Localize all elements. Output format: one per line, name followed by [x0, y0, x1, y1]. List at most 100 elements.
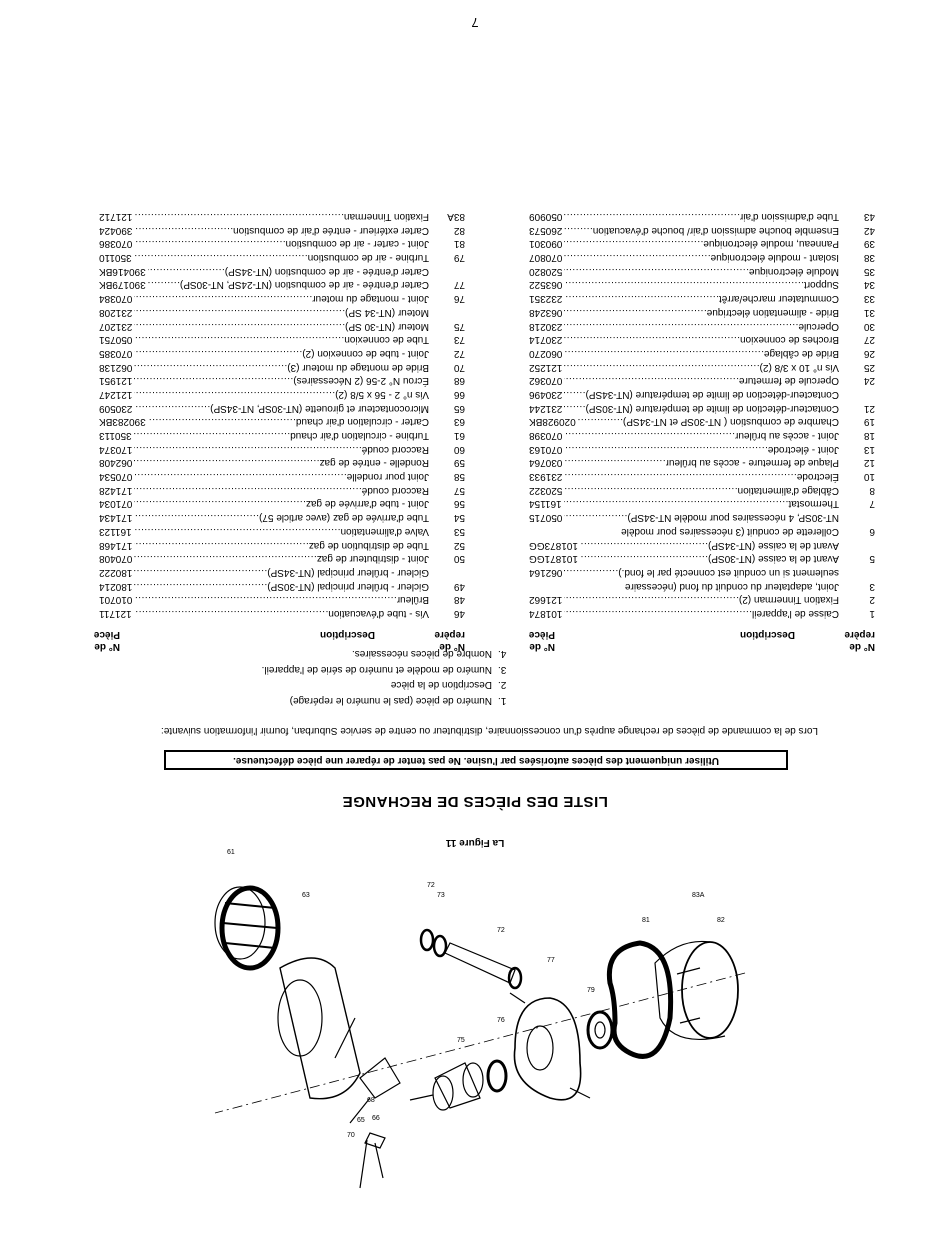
part-description: Vis n° 10 x 3/8 (2): [759, 361, 839, 373]
switch-assembly-65: [359, 1132, 386, 1189]
part-description: Turbine - air de combustion: [307, 252, 429, 264]
dot-leader: [134, 360, 287, 374]
dot-leader: [134, 606, 329, 620]
dot-leader: [134, 483, 361, 497]
ref-number: 50: [453, 553, 465, 565]
parts-row: Moteur (NT-34 SP)231208: [70, 305, 465, 319]
ref-header-line2: repère: [844, 629, 875, 640]
dot-leader: [564, 401, 585, 415]
info-item: 2.Description de la pièce: [390, 679, 507, 691]
dot-leader: [134, 401, 210, 415]
ref-number: 10: [863, 471, 875, 483]
circulation-housing-63: [277, 957, 361, 1100]
dot-leader: [134, 319, 345, 333]
dot-leader: [134, 538, 308, 552]
callout-79: 79: [587, 987, 595, 994]
ref-number: 27: [863, 334, 875, 346]
ref-number: 46: [453, 608, 465, 619]
ref-number: 54: [453, 512, 465, 524]
part-number: 180222: [99, 566, 133, 578]
ref-number: 68: [453, 375, 465, 387]
part-number: 350113: [99, 430, 132, 442]
part-number: 230496: [529, 389, 563, 400]
ref-number: 39: [863, 238, 875, 250]
part-description: Vis n° 2 - 56 x 5/8 (2): [335, 389, 429, 400]
part-number: 390179BK: [99, 279, 146, 291]
ref-number: 6: [869, 525, 875, 537]
dot-leader: [134, 524, 341, 538]
part-description: Rondelle - entrée de gaz: [319, 457, 429, 469]
part-description: Carter - circulation d'air chaud: [295, 416, 429, 428]
part-number: 390424: [99, 224, 133, 236]
part-description: Raccord coudé: [361, 484, 429, 496]
part-number: 121951: [99, 375, 133, 387]
part-description: Carter extérieur - entrée d'air de combu…: [233, 224, 429, 236]
dot-leader: [564, 223, 592, 237]
ref-number: 18: [863, 430, 875, 442]
ref-number: 5: [869, 553, 875, 565]
part-number: 520820: [529, 265, 563, 277]
part-description: seulement si un conduit est connecté par…: [618, 566, 839, 578]
part-description: Joint - accès au brûleur: [735, 430, 839, 442]
ref-number: 12: [863, 457, 875, 469]
dot-leader: [134, 456, 319, 470]
part-number: 170374: [99, 443, 133, 455]
part-header-line2: Pièce: [528, 629, 555, 640]
part-number: 121252: [529, 361, 563, 373]
ref-number: 3: [869, 580, 875, 592]
ref-number: 31: [863, 306, 875, 318]
callout-66: 66: [372, 1115, 380, 1122]
part-number: 070408: [99, 553, 133, 565]
parts-row: 30Opercule230218: [495, 319, 875, 333]
ref-number: 49: [453, 580, 465, 592]
callout-68: 68: [367, 1097, 375, 1104]
ref-number: 38: [863, 252, 875, 264]
circulation-wheel-61: [214, 885, 281, 971]
dot-leader: [134, 552, 316, 566]
dot-leader: [134, 510, 259, 524]
part-number: 260573: [529, 224, 563, 236]
ref-number: 57: [453, 484, 465, 496]
ref-number: 25: [863, 361, 875, 373]
callout-70: 70: [347, 1132, 355, 1139]
desc-header: Description: [739, 629, 795, 640]
parts-row: 25 Vis n° 10 x 3/8 (2) 121252: [495, 360, 875, 374]
parts-row: Contacteur-détection de limite de tempér…: [495, 387, 875, 401]
part-description: Bride de câblage: [763, 347, 839, 359]
part-description: Moteur (NT-34 SP): [345, 306, 429, 318]
dot-leader: [564, 264, 749, 278]
part-number: 010701: [99, 594, 133, 606]
dot-leader: [564, 387, 585, 401]
part-description: Joint - montage du moteur: [312, 293, 429, 305]
warning-box: Utiliser uniquement des pièces autorisée…: [164, 750, 788, 770]
part-description: Tube de distribution de gaz: [308, 539, 429, 551]
dot-leader: [134, 346, 302, 360]
dot-leader: [564, 374, 739, 388]
parts-row: 7Thermostat161154: [495, 497, 875, 511]
part-description: Tube d'admission d'air: [739, 211, 839, 223]
inlet-housing-77: [509, 992, 591, 1101]
part-description: Joint - tube d'arrivée de gaz: [305, 498, 429, 510]
part-number: 350110: [99, 252, 132, 264]
outer-combustion-housing-82: [654, 940, 739, 1040]
part-header-line2: Pièce: [93, 629, 120, 640]
part-description: Gicleur - brûleur principal (NT-30SP): [267, 580, 429, 592]
part-number: 090301: [529, 238, 563, 250]
dot-leader: [564, 606, 752, 620]
part-description: Collerette de conduit (3 nécessaires pou…: [621, 525, 839, 537]
parts-row: Carter d'entrée - air de combustion (NT-…: [70, 264, 465, 278]
column-header: N° de repère Description N° de Pièce: [70, 620, 465, 652]
part-description: Tube d'arrivée de gaz (avec article 57): [259, 512, 429, 524]
ref-number: 33: [863, 293, 875, 305]
part-description: Commutateur marche/arrêt: [718, 293, 839, 305]
